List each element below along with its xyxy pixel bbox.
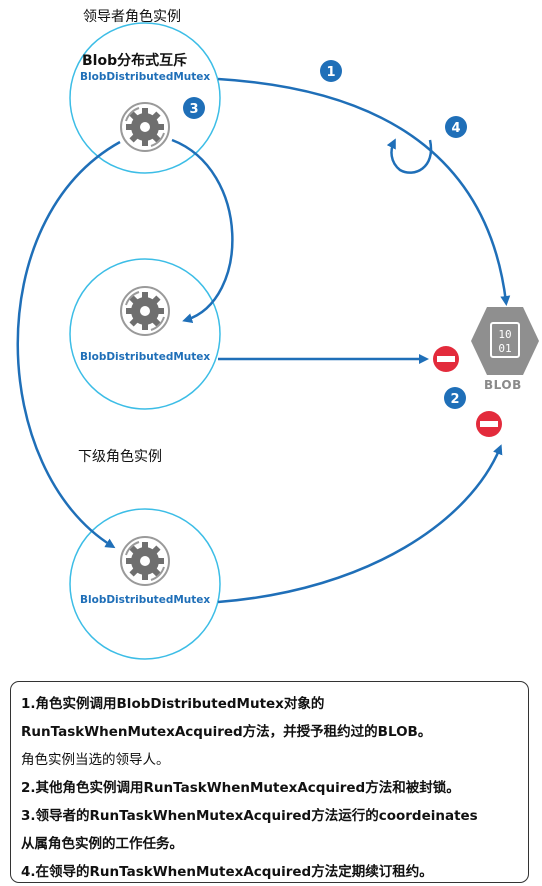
- step-badge-4: 4: [445, 116, 467, 138]
- blocked-icon: [476, 411, 502, 437]
- gear-icon: [120, 286, 170, 336]
- step-line-1: 1.角色实例调用BlobDistributedMutex对象的: [21, 696, 325, 712]
- blob-bits-top: 10: [498, 328, 511, 341]
- step-line-3-cont: 从属角色实例的工作任务。: [21, 836, 183, 852]
- renew-loop-arrow: [386, 138, 433, 174]
- blocked-icon: [433, 346, 459, 372]
- step-badge-1-text: 1: [326, 65, 335, 80]
- leader-mutex-class-label: BlobDistributedMutex: [80, 71, 211, 83]
- arrow-leader-to-subordinate: [16, 140, 121, 549]
- leader-instance-circle: [69, 22, 221, 174]
- blob-label: BLOB: [484, 378, 522, 392]
- gear-icon: [120, 536, 170, 586]
- blob-storage-icon: 10 01: [471, 307, 539, 375]
- step-line-1-cont: RunTaskWhenMutexAcquired方法，并授予租约过的BLOB。: [21, 724, 432, 740]
- step-badge-1: 1: [320, 60, 342, 82]
- step-line-4: 4.在领导的RunTaskWhenMutexAcquired方法定期续订租约。: [21, 864, 433, 880]
- arrow-leader-to-middle: [171, 138, 234, 323]
- gear-icon: [120, 102, 170, 152]
- middle-mutex-class-label: BlobDistributedMutex: [80, 351, 211, 363]
- diagram-canvas: 1 2 3 4 10 01: [16, 22, 539, 660]
- steps-description-box: 1.角色实例调用BlobDistributedMutex对象的 RunTaskW…: [10, 681, 529, 883]
- mutex-title-label: Blob分布式互斥: [82, 53, 188, 69]
- leader-instance-label: 领导者角色实例: [83, 9, 181, 25]
- subordinate-instance-label: 下级角色实例: [78, 449, 162, 465]
- step-line-1-end: 角色实例当选的领导人。: [21, 752, 170, 768]
- step-line-3: 3.领导者的RunTaskWhenMutexAcquired方法运行的coord…: [21, 808, 478, 824]
- step-badge-2: 2: [444, 387, 466, 409]
- blob-bits-bottom: 01: [498, 342, 511, 355]
- arrow-leader-to-blob: [217, 77, 511, 306]
- step-line-2: 2.其他角色实例调用RunTaskWhenMutexAcquired方法和被封锁…: [21, 780, 460, 796]
- step-badge-4-text: 4: [451, 121, 460, 136]
- arrow-subordinate-to-blob: [217, 444, 503, 604]
- step-badge-3-text: 3: [189, 102, 198, 117]
- subordinate-mutex-class-label: BlobDistributedMutex: [80, 594, 211, 606]
- step-badge-3: 3: [183, 97, 205, 119]
- step-badge-2-text: 2: [450, 392, 459, 407]
